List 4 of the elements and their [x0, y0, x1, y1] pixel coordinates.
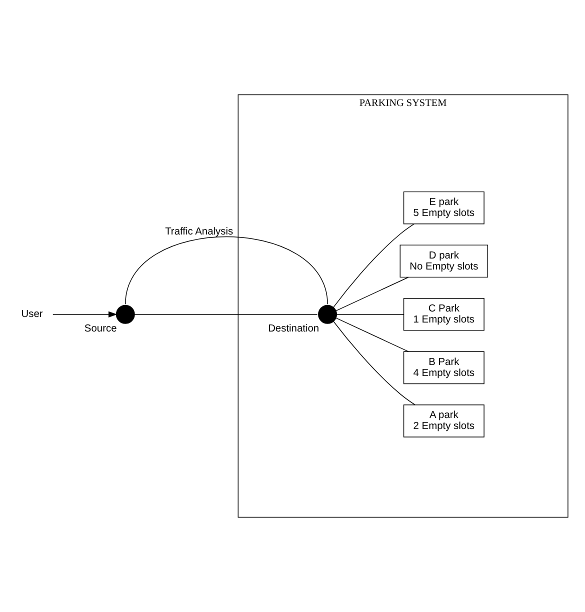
edge-label: Traffic Analysis — [165, 226, 234, 238]
node-label: Destination — [268, 324, 320, 335]
node-label: Source — [84, 324, 117, 335]
node-text: User — [21, 309, 43, 320]
